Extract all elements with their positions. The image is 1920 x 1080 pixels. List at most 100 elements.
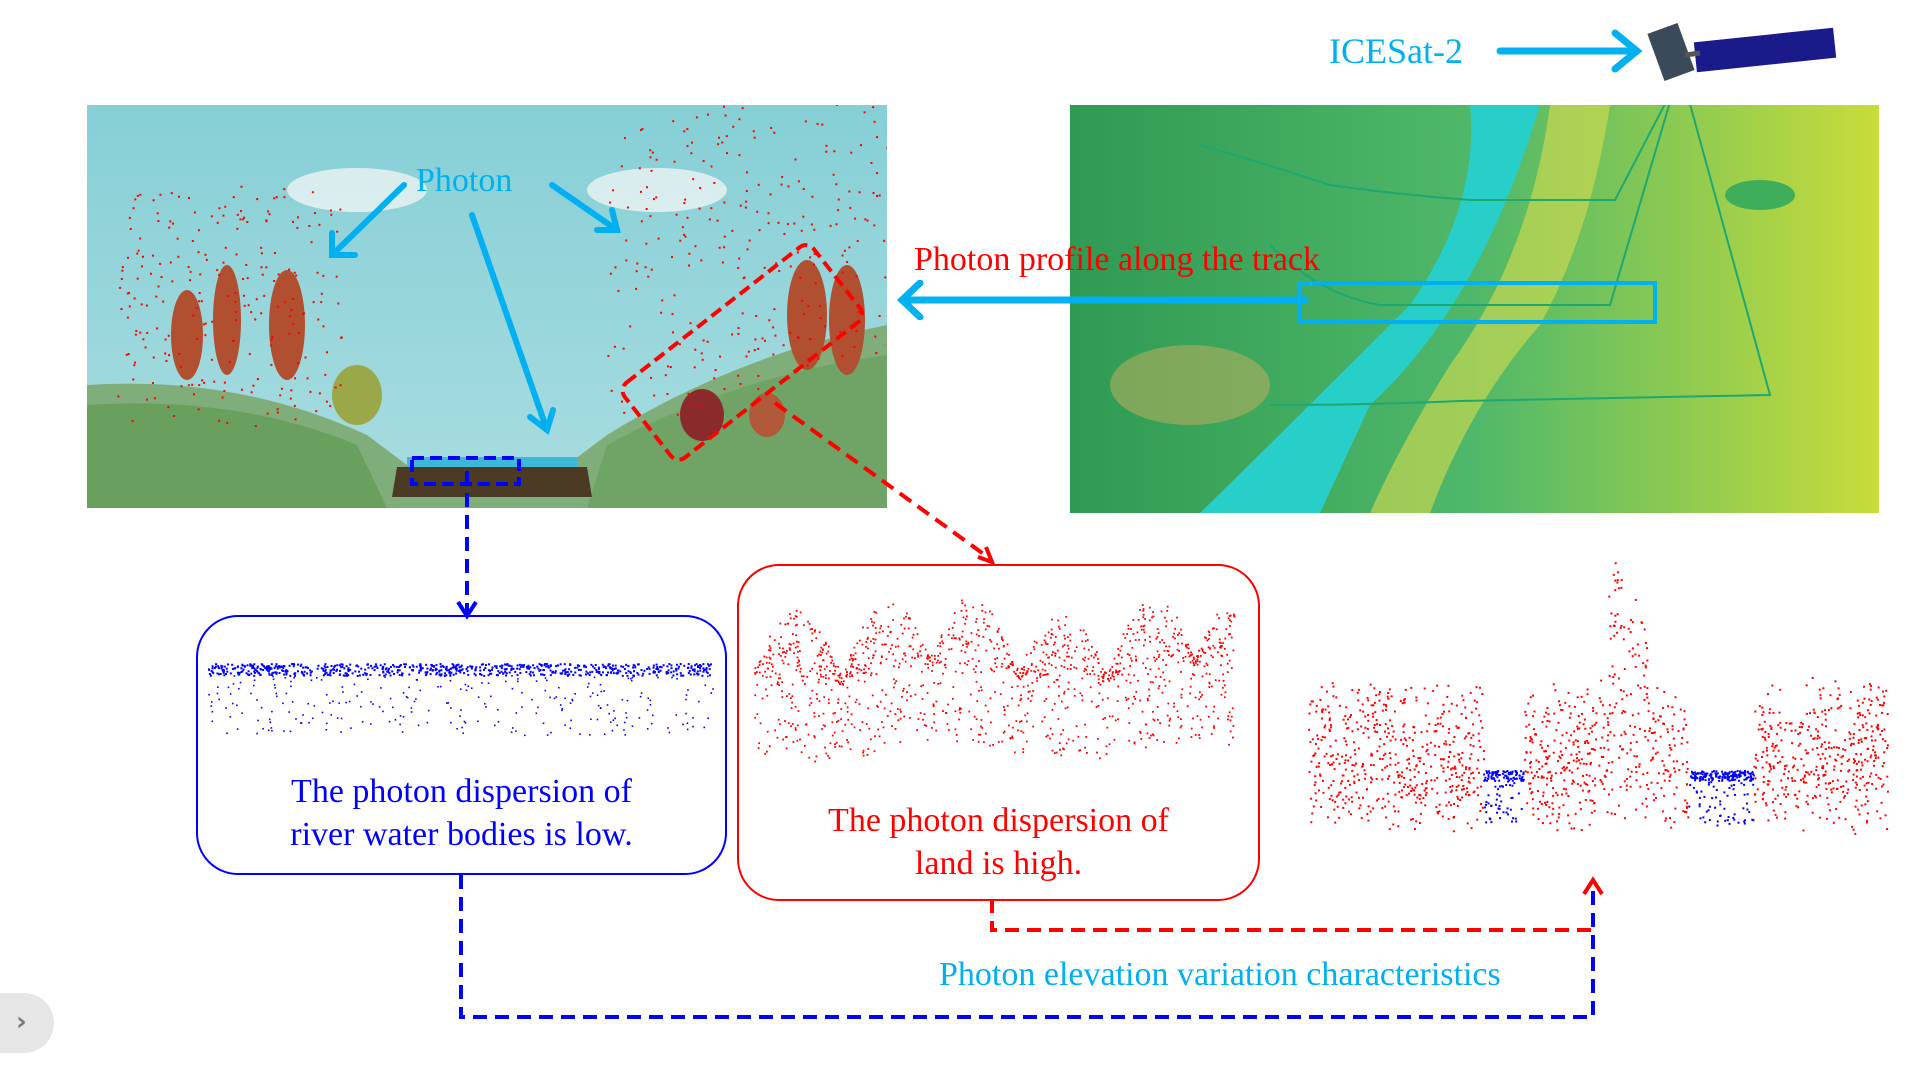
photon-point (320, 679, 323, 681)
photon-point (926, 692, 929, 694)
photon-point (274, 665, 277, 668)
photon-point (1386, 765, 1389, 768)
photon-point (1402, 699, 1405, 702)
photon-point (1511, 784, 1514, 787)
photon-point (548, 666, 551, 669)
photon-point (1316, 734, 1319, 737)
photon-point (785, 649, 788, 652)
photon-point (227, 686, 230, 689)
photon-point (589, 734, 591, 736)
photon-point (1143, 624, 1146, 627)
photon-point (1104, 671, 1106, 674)
photon-point (120, 277, 123, 280)
photon-point (1708, 778, 1711, 781)
photon-point (770, 684, 773, 687)
photon-point (555, 696, 558, 698)
photon-point (456, 728, 458, 730)
photon-point (1077, 735, 1080, 738)
photon-point (1331, 763, 1334, 766)
photon-point (463, 672, 466, 675)
photon-point (332, 668, 335, 671)
photon-point (768, 662, 771, 664)
photon-point (208, 693, 210, 696)
photon-point (1320, 738, 1323, 741)
photon-point (965, 640, 968, 643)
photon-point (406, 696, 409, 699)
photon-point (1230, 620, 1233, 623)
photon-point (686, 128, 689, 131)
photon-point (1808, 712, 1811, 715)
photon-point (204, 253, 207, 256)
photon-point (1627, 627, 1630, 630)
photon-point (232, 339, 235, 342)
photon-point (622, 665, 625, 668)
photon-point (1761, 735, 1764, 738)
photon-point (1084, 746, 1087, 749)
photon-point (756, 671, 758, 673)
photon-point (829, 670, 831, 672)
photon-point (802, 675, 805, 678)
photon-point (1057, 619, 1060, 622)
photon-point (1837, 746, 1840, 749)
photon-point (384, 676, 386, 678)
photon-point (1070, 656, 1073, 659)
photon-point (329, 702, 331, 704)
photon-point (838, 745, 841, 748)
photon-point (1876, 810, 1879, 813)
photon-point (1718, 775, 1721, 778)
photon-point (226, 732, 228, 735)
photon-point (1688, 805, 1691, 808)
photon-point (320, 292, 323, 295)
photon-point (601, 671, 604, 674)
photon-point (657, 676, 659, 679)
photon-point (1044, 641, 1047, 644)
photon-point (1541, 746, 1544, 749)
photon-point (1698, 796, 1701, 799)
photon-point (1148, 694, 1151, 697)
photon-point (1013, 670, 1015, 673)
photon-point (1709, 774, 1712, 777)
photon-point (1176, 710, 1179, 713)
photon-point (1430, 779, 1433, 782)
photon-point (920, 685, 923, 688)
photon-point (498, 672, 501, 675)
photon-point (1140, 625, 1143, 628)
photon-point (795, 634, 798, 637)
photon-point (1768, 770, 1771, 773)
photon-point (1556, 829, 1559, 832)
photon-point (932, 704, 935, 707)
photon-point (1865, 722, 1868, 725)
photon-point (596, 694, 599, 696)
photon-point (1544, 801, 1547, 804)
photon-point (431, 669, 434, 672)
photon-point (1357, 699, 1360, 702)
photon-point (302, 666, 305, 669)
photon-point (495, 666, 498, 669)
photon-point (1483, 806, 1486, 809)
photon-point (1584, 727, 1587, 730)
photon-point (1415, 784, 1418, 787)
photon-point (840, 677, 843, 680)
photon-point (779, 622, 782, 625)
photon-point (966, 645, 968, 648)
photon-point (682, 674, 685, 677)
sidebar-toggle-button[interactable]: › (0, 993, 54, 1053)
photon-point (1420, 731, 1423, 734)
photon-point (811, 627, 814, 630)
photon-point (415, 665, 418, 668)
photon-point (686, 722, 689, 725)
photon-point (936, 644, 939, 647)
photon-point (1081, 677, 1084, 680)
photon-point (1466, 791, 1469, 794)
photon-point (879, 627, 882, 630)
photon-point (267, 666, 270, 669)
photon-point (664, 374, 667, 377)
photon-point (1092, 656, 1095, 659)
photon-point (1063, 644, 1066, 646)
photon-point (1044, 663, 1046, 666)
photon-point (275, 692, 278, 695)
photon-point (1578, 721, 1581, 724)
photon-point (1180, 693, 1183, 696)
photon-point (1775, 816, 1778, 819)
photon-point (1653, 799, 1656, 802)
